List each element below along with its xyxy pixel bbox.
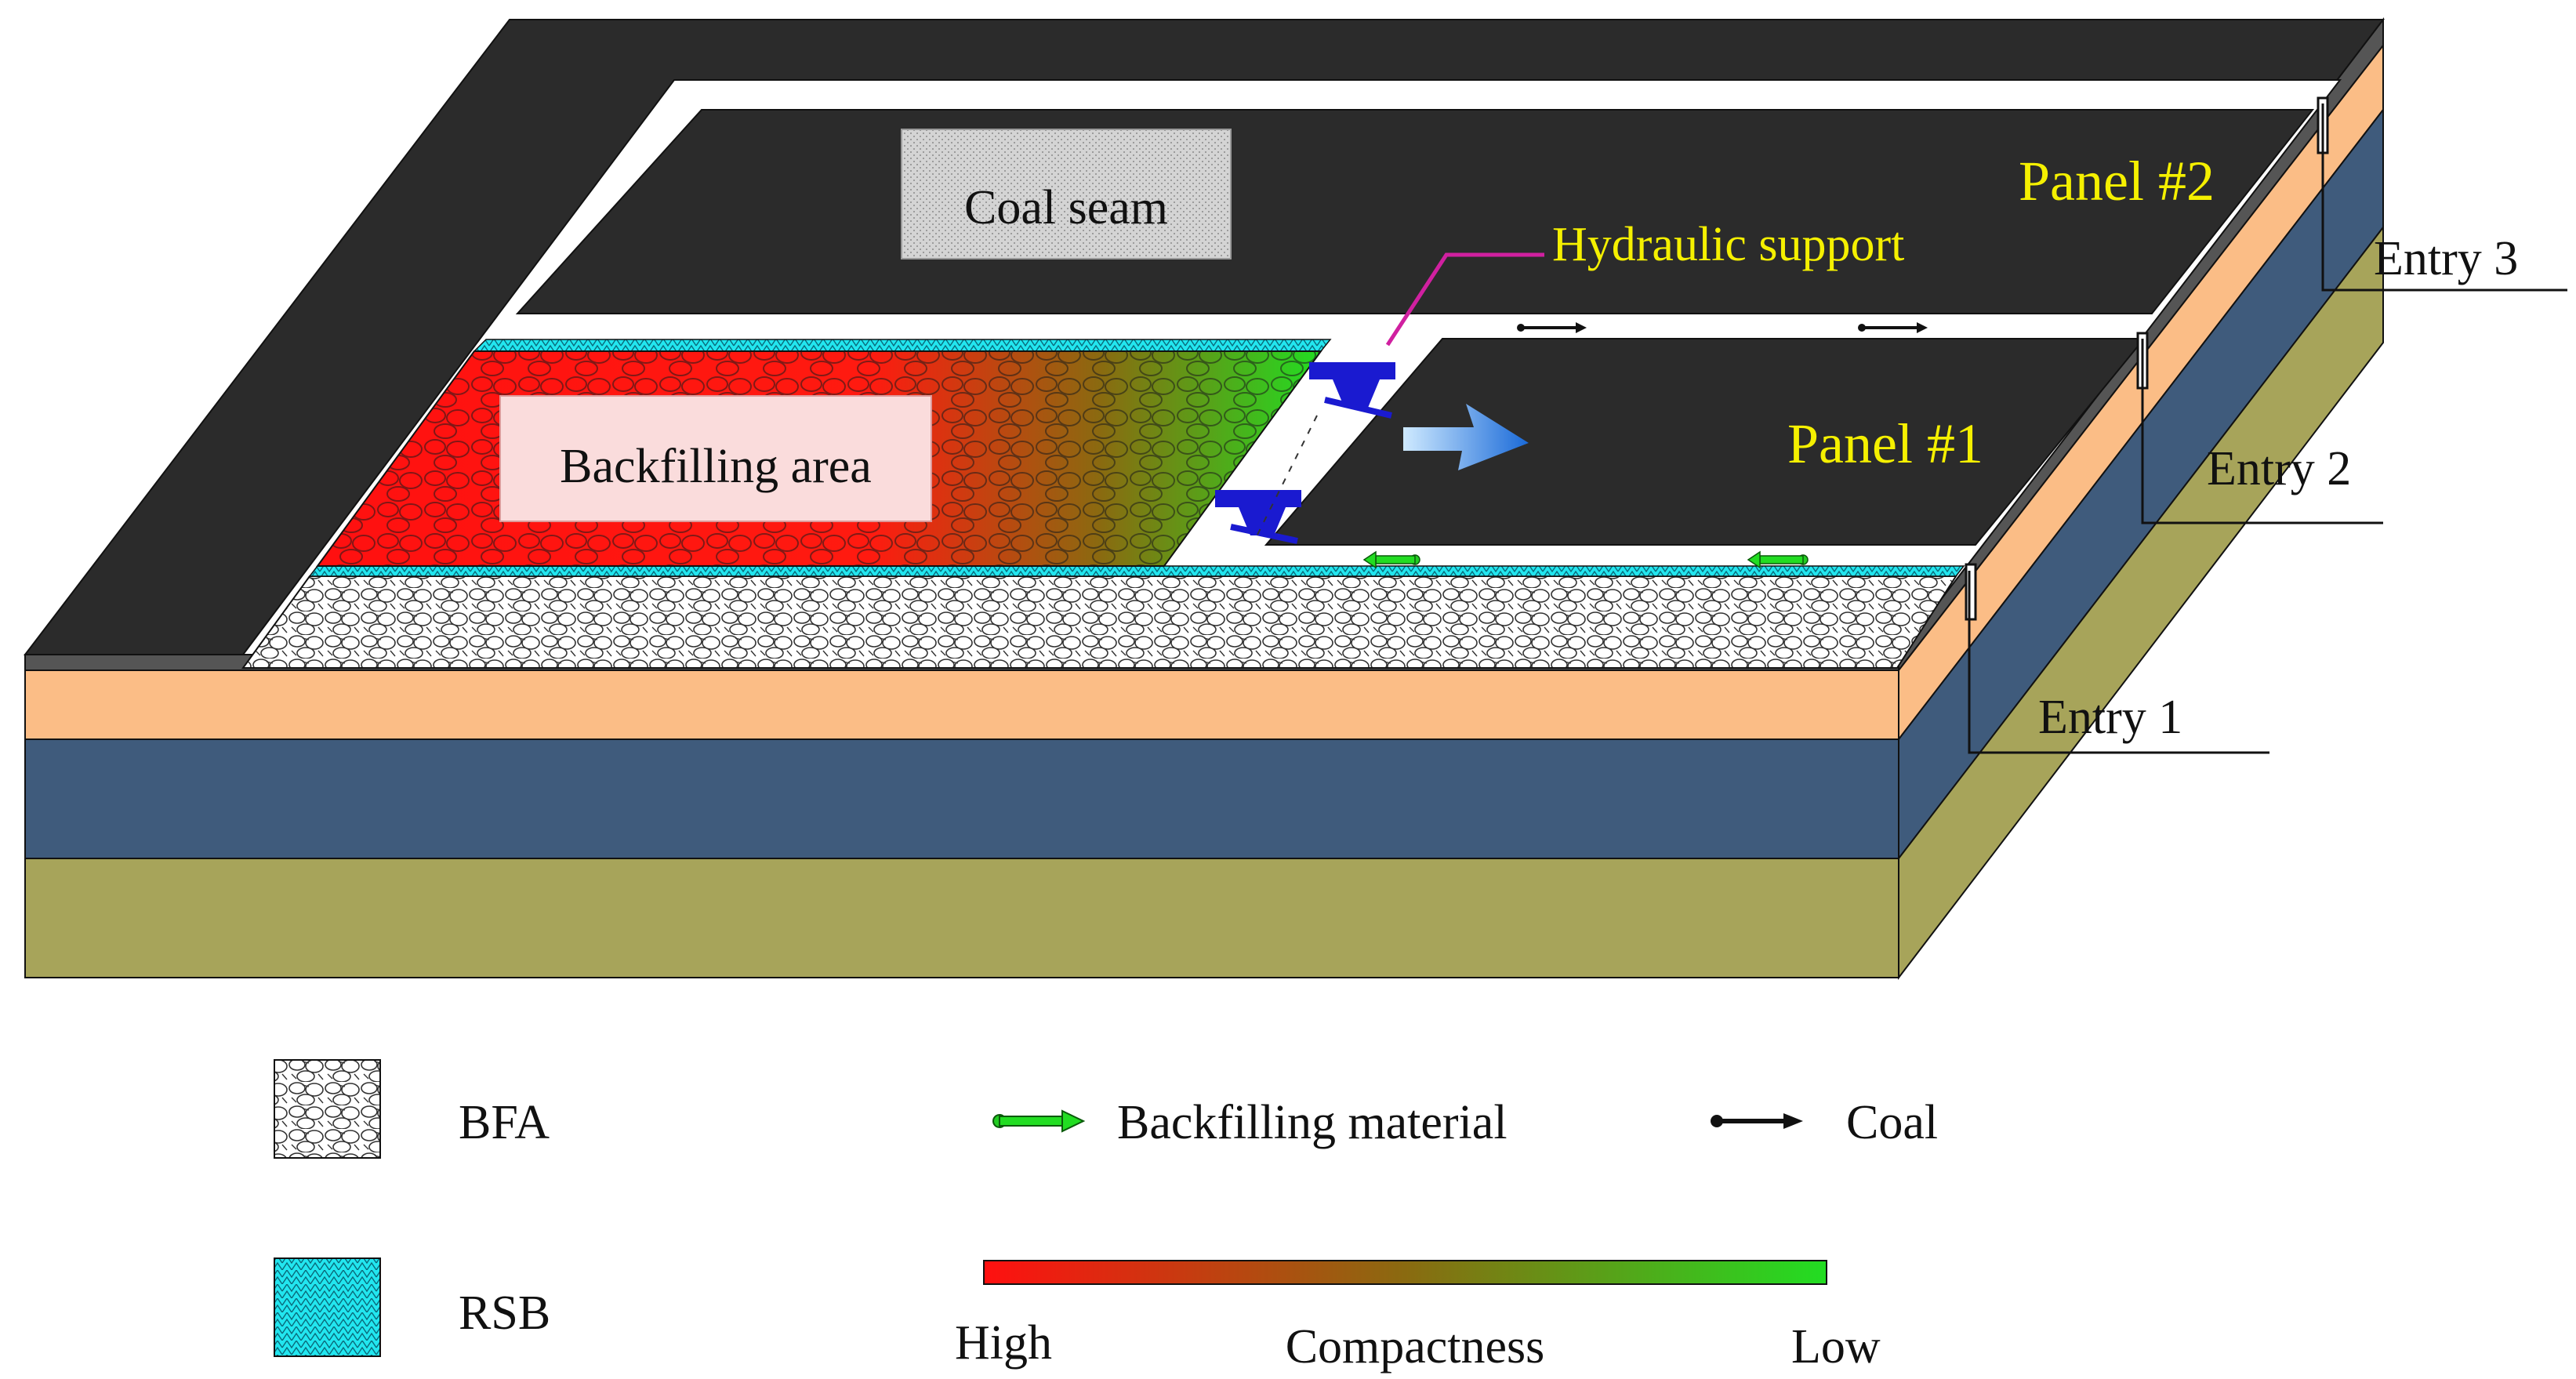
coal-arrow-icon	[1858, 322, 1928, 333]
coal-legend-label: Coal	[1846, 1096, 1938, 1149]
hydraulic-support-1	[1309, 362, 1395, 419]
entry-1-label: Entry 1	[2038, 691, 2182, 744]
coal-seam-label: Coal seam	[964, 181, 1168, 234]
bfa-swatch	[274, 1059, 381, 1159]
advance-arrow-icon	[1403, 404, 1529, 470]
face-dashed-line	[1254, 415, 1318, 542]
coal-seam-box	[901, 129, 1232, 259]
entry-leaders	[1968, 103, 2567, 754]
backfilling-material-legend-label: Backfilling material	[1117, 1096, 1508, 1149]
scale-title-label: Compactness	[1286, 1320, 1545, 1374]
hydraulic-support-2	[1215, 490, 1301, 544]
compactness-scale-bar	[983, 1260, 1827, 1285]
backfill-arrow-icon	[1362, 550, 1420, 569]
coal-flow-arrows	[1517, 322, 1928, 333]
scale-high-label: High	[955, 1316, 1052, 1370]
hydraulic-support-label: Hydraulic support	[1552, 218, 1904, 271]
hydraulic-support-callout	[1385, 252, 1544, 347]
bfa-legend-label: BFA	[459, 1096, 550, 1149]
rsb-strip-lower	[308, 565, 1965, 577]
bfa-strip	[241, 575, 1957, 669]
panel-1-label: Panel #1	[1787, 412, 1983, 475]
backfilling-area-box	[499, 395, 932, 522]
panel-2-label: Panel #2	[2019, 150, 2215, 212]
scale-low-label: Low	[1791, 1320, 1881, 1374]
backfilling-area-label: Backfilling area	[560, 440, 872, 493]
entry-2-label: Entry 2	[2207, 442, 2351, 495]
coal-arrow-icon	[1517, 322, 1587, 333]
backfill-flow-arrows	[1362, 550, 1809, 569]
legend: BFA RSB Backfilling material Coal High C…	[274, 1059, 1938, 1374]
block-front-face	[24, 654, 1899, 978]
entry-3-label: Entry 3	[2374, 232, 2518, 285]
backfill-arrow-icon	[1747, 550, 1809, 569]
backfill-legend-arrow-icon	[992, 1109, 1086, 1133]
rsb-legend-label: RSB	[459, 1286, 550, 1340]
rsb-strip-upper	[473, 339, 1332, 352]
coal-legend-arrow-icon	[1711, 1113, 1803, 1129]
rsb-swatch	[274, 1257, 381, 1357]
